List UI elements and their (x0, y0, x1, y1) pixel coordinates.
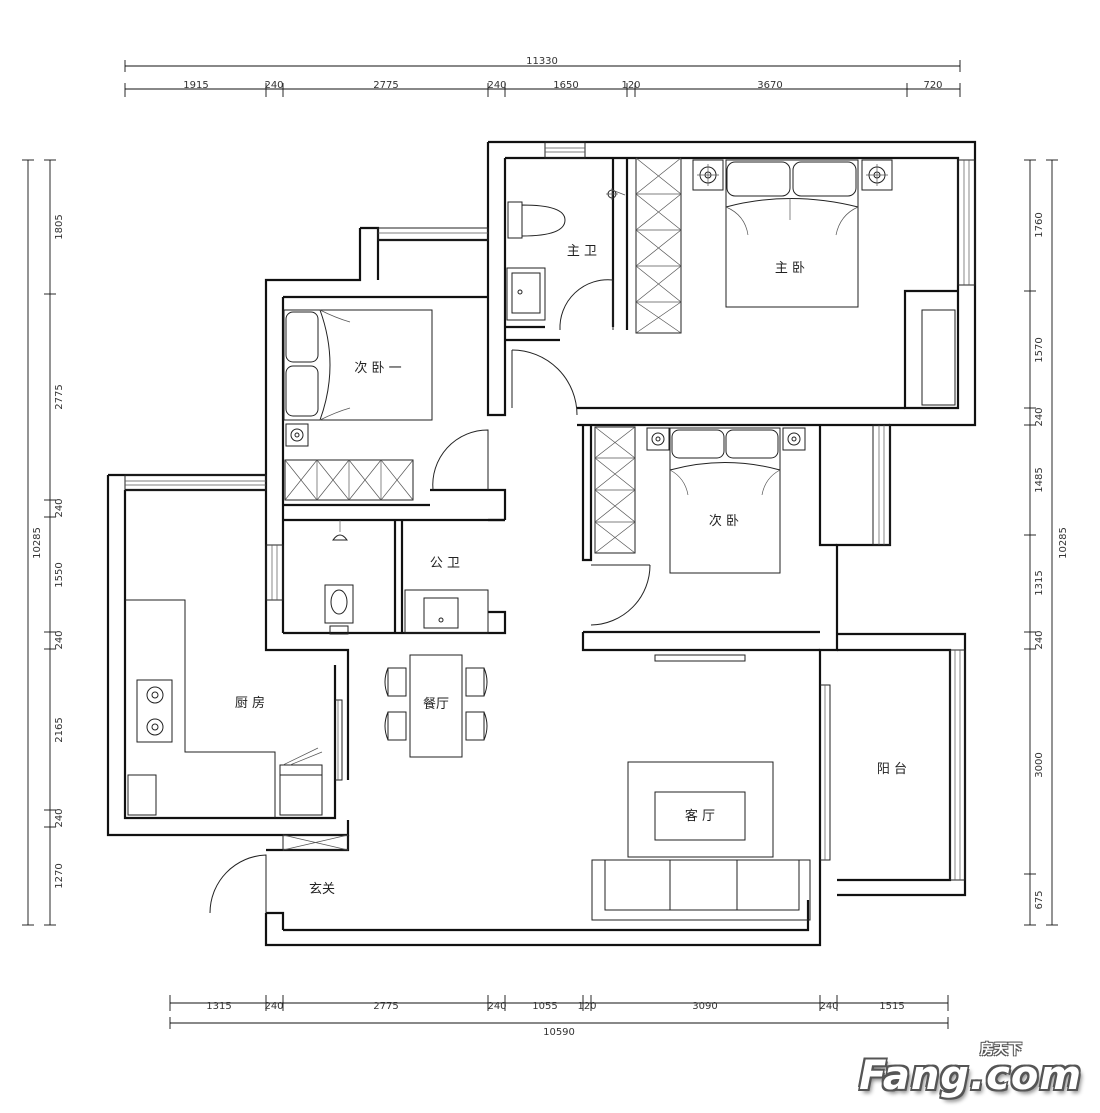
toilet-icon (324, 584, 354, 635)
bottom-dim-6: 120 (577, 1001, 596, 1012)
dining-set (384, 654, 488, 758)
second-bedroom-one-furniture (283, 309, 433, 501)
exterior-walls (106, 140, 977, 947)
left-dim-3: 240 (54, 498, 65, 517)
coffee-table (654, 791, 746, 841)
nightstand-lamp-icon (692, 159, 724, 191)
sofa (591, 859, 811, 921)
room-label-entrance: 玄关 (309, 882, 335, 897)
master-bedroom-furniture (635, 157, 956, 406)
chair-icon (465, 711, 488, 741)
room-label-second-bedroom: 次 卧 (709, 513, 739, 529)
right-dim-5: 1315 (1034, 570, 1045, 595)
chair-icon (384, 667, 407, 697)
room-label-balcony: 阳 台 (877, 762, 907, 777)
chair-icon (465, 667, 488, 697)
bottom-dim-1: 1315 (206, 1001, 231, 1012)
top-dim-3: 2775 (373, 80, 398, 91)
second-bedroom-furniture (594, 426, 806, 574)
bottom-dim-4: 240 (487, 1001, 506, 1012)
room-label-living: 客 厅 (685, 808, 715, 824)
room-label-master-bedroom: 主 卧 (775, 261, 805, 276)
nightstand-lamp-icon (285, 423, 309, 447)
chair-icon (384, 711, 407, 741)
bottom-total-dim: 10590 (543, 1027, 575, 1038)
bed (669, 427, 781, 574)
bottom-dim-5: 1055 (532, 1001, 557, 1012)
sink-icon (404, 589, 489, 634)
shower-icon (332, 520, 348, 541)
toilet-icon (507, 201, 566, 239)
right-dim-7: 3000 (1034, 752, 1045, 777)
room-label-dining: 餐厅 (423, 696, 449, 712)
right-dim-4: 1485 (1034, 467, 1045, 492)
nightstand-lamp-icon (646, 427, 670, 451)
cabinet (127, 774, 157, 816)
windows (124, 141, 976, 881)
top-dimension-lines: 11330 1915 240 2775 240 1650 120 3670 72… (124, 56, 961, 97)
bottom-dim-3: 2775 (373, 1001, 398, 1012)
bottom-dim-2: 240 (264, 1001, 283, 1012)
right-dim-3: 240 (1034, 407, 1045, 426)
desk (921, 309, 956, 406)
bottom-dimension-lines: 1315 240 2775 240 1055 120 3090 240 1515… (169, 995, 949, 1038)
top-dim-7: 3670 (757, 80, 782, 91)
top-dim-5: 1650 (553, 80, 578, 91)
right-total-dim: 10285 (1058, 527, 1069, 559)
left-dimension-lines: 10285 1805 2775 240 1550 240 2165 240 12… (22, 159, 65, 926)
room-label-public-bath: 公 卫 (430, 556, 460, 571)
wardrobe (284, 459, 414, 501)
top-dim-1: 1915 (183, 80, 208, 91)
room-labels: 主 卫 主 卧 次 卧 一 次 卧 公 卫 厨 房 餐厅 客 厅 阳 台 玄关 (235, 244, 907, 897)
top-total-dim: 11330 (526, 56, 558, 67)
right-dim-1: 1760 (1034, 212, 1045, 237)
left-total-dim: 10285 (32, 527, 43, 559)
right-dim-6: 240 (1034, 630, 1045, 649)
room-label-master-bath: 主 卫 (567, 244, 597, 259)
room-label-second-bedroom-one: 次 卧 一 (354, 360, 401, 376)
stove-icon (136, 679, 173, 743)
bottom-dim-9: 1515 (879, 1001, 904, 1012)
top-dim-8: 720 (923, 80, 942, 91)
rug (627, 761, 774, 858)
watermark-brand: Fang.com (859, 1053, 1082, 1099)
left-dim-7: 240 (54, 808, 65, 827)
top-dim-2: 240 (264, 80, 283, 91)
living-room-furniture (591, 654, 811, 921)
left-dim-6: 2165 (54, 717, 65, 742)
kitchen-fixtures (125, 599, 323, 818)
left-dim-8: 1270 (54, 863, 65, 888)
nightstand-lamp-icon (861, 159, 893, 191)
top-dim-6: 120 (621, 80, 640, 91)
right-dim-8: 675 (1034, 890, 1045, 909)
fridge-icon (279, 747, 323, 816)
doors (209, 279, 831, 914)
right-dim-2: 1570 (1034, 337, 1045, 362)
room-label-kitchen: 厨 房 (235, 695, 265, 711)
shower-icon (606, 188, 626, 200)
bottom-dim-7: 3090 (692, 1001, 717, 1012)
left-dim-4: 1550 (54, 562, 65, 587)
top-dim-4: 240 (487, 80, 506, 91)
bed (725, 159, 859, 308)
left-dim-5: 240 (54, 630, 65, 649)
sink-icon (506, 267, 546, 321)
watermark-sub: 房天下 (980, 1042, 1022, 1058)
tv-stand (654, 654, 746, 662)
wardrobe (594, 426, 636, 554)
public-bath-fixtures (324, 520, 489, 635)
watermark-logo: 房天下 Fang.com (859, 1039, 1082, 1099)
bottom-dim-8: 240 (819, 1001, 838, 1012)
master-bath-fixtures (506, 188, 626, 321)
right-dimension-lines: 10285 1760 1570 240 1485 1315 240 3000 6… (1024, 159, 1069, 926)
bed (283, 309, 433, 421)
wardrobe (635, 157, 682, 334)
nightstand-lamp-icon (782, 427, 806, 451)
left-dim-1: 1805 (54, 214, 65, 239)
dining-table (409, 654, 463, 758)
left-dim-2: 2775 (54, 384, 65, 409)
